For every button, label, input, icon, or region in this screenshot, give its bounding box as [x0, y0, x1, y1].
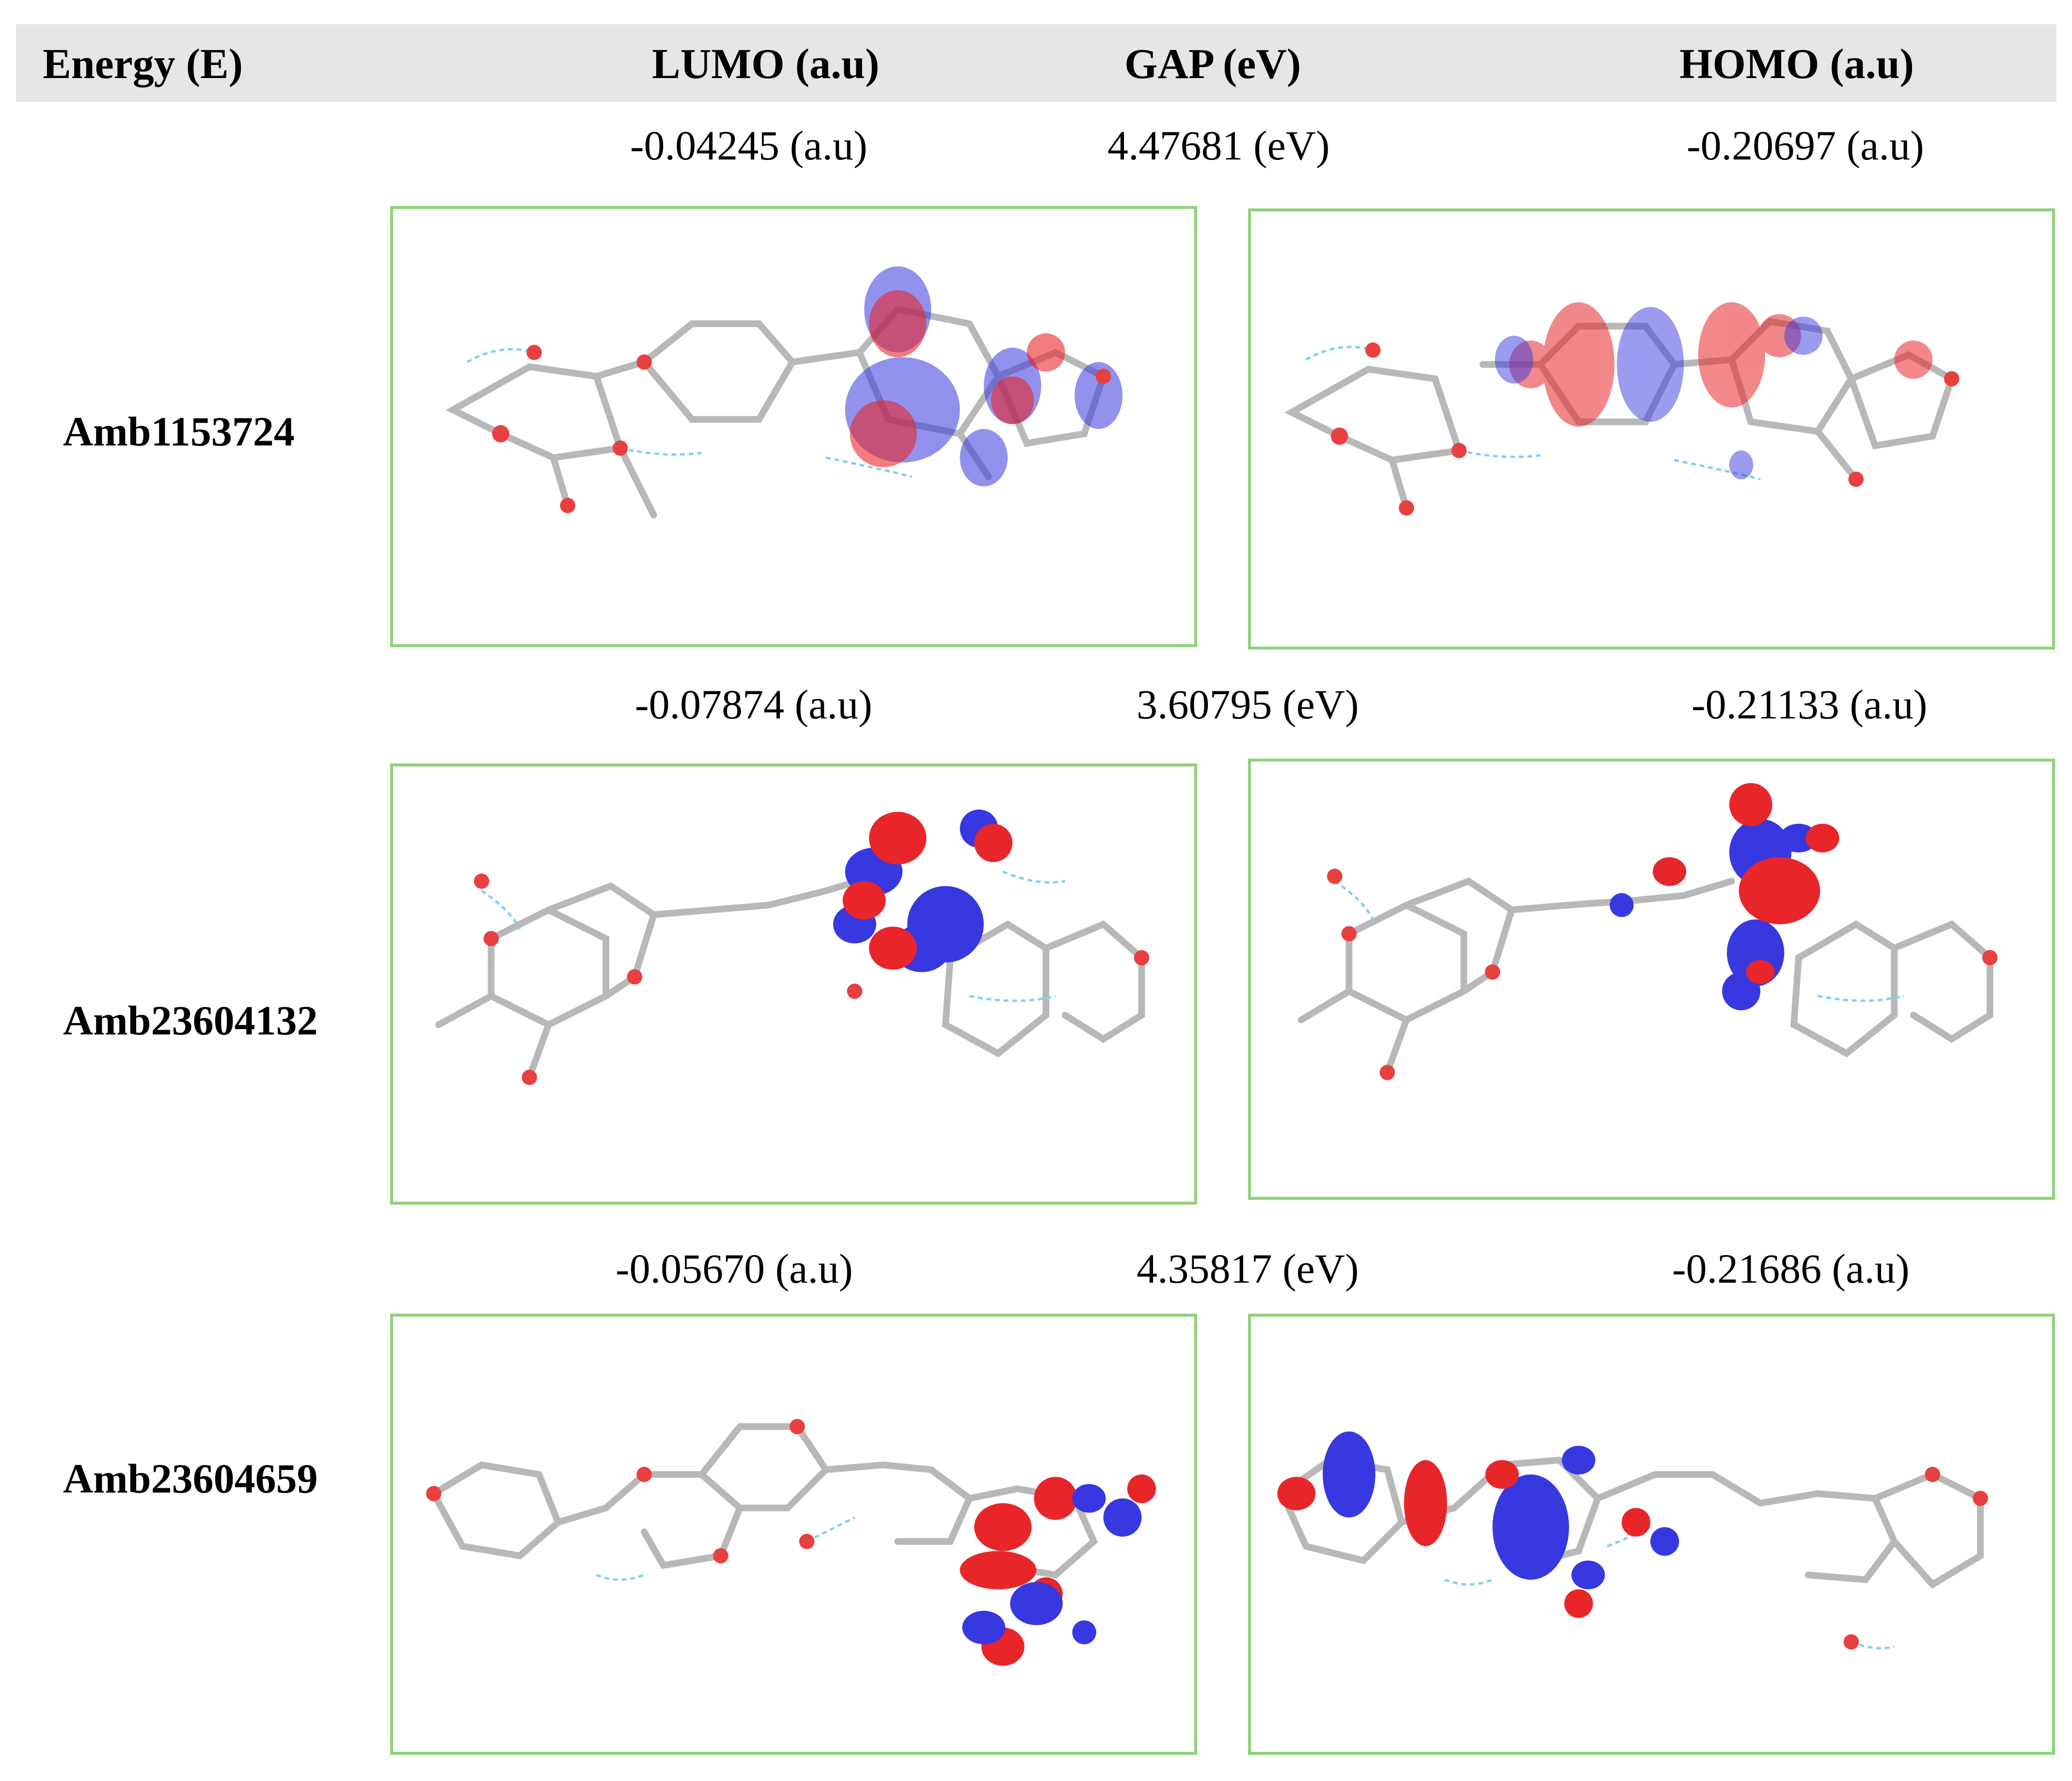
row2-homo-value: -0.21133 (a.u): [1692, 681, 1928, 728]
header-gap: GAP (eV): [1124, 41, 1301, 88]
row1-lumo-molecule: [445, 266, 1123, 519]
row3-lumo-molecule: [426, 1419, 1156, 1666]
row2-lumo-value: -0.07874 (a.u): [635, 681, 872, 728]
row1-lumo-value: -0.04245 (a.u): [630, 122, 868, 169]
header-energy: Energy (E): [43, 41, 243, 88]
row3-homo-value: -0.21686 (a.u): [1672, 1245, 1910, 1292]
row3-compound-name: Amb23604659: [63, 1455, 318, 1502]
row1-lumo-orbital-image: [390, 206, 1197, 647]
table-header-bar: [16, 24, 2056, 102]
header-homo: HOMO (a.u): [1679, 41, 1914, 88]
row1-homo-value: -0.20697 (a.u): [1687, 122, 1924, 169]
row3-homo-molecule: [1277, 1431, 1988, 1650]
row1-homo-molecule: [1284, 302, 1960, 516]
row3-lumo-value: -0.05670 (a.u): [616, 1245, 853, 1292]
row2-lumo-molecule: [435, 809, 1150, 1085]
row3-lumo-orbital-image: [390, 1314, 1197, 1755]
row1-compound-name: Amb1153724: [63, 408, 295, 455]
row2-gap-value: 3.60795 (eV): [1137, 681, 1359, 728]
row1-homo-orbital-image: [1248, 208, 2055, 650]
row2-compound-name: Amb23604132: [63, 997, 318, 1044]
row3-homo-orbital-image: [1248, 1314, 2055, 1755]
row2-homo-orbital-image: [1248, 759, 2055, 1200]
row1-gap-value: 4.47681 (eV): [1107, 122, 1330, 169]
row2-lumo-orbital-image: [390, 763, 1197, 1205]
row2-homo-molecule: [1297, 783, 1998, 1081]
row3-gap-value: 4.35817 (eV): [1137, 1245, 1359, 1292]
header-lumo: LUMO (a.u): [652, 41, 880, 88]
